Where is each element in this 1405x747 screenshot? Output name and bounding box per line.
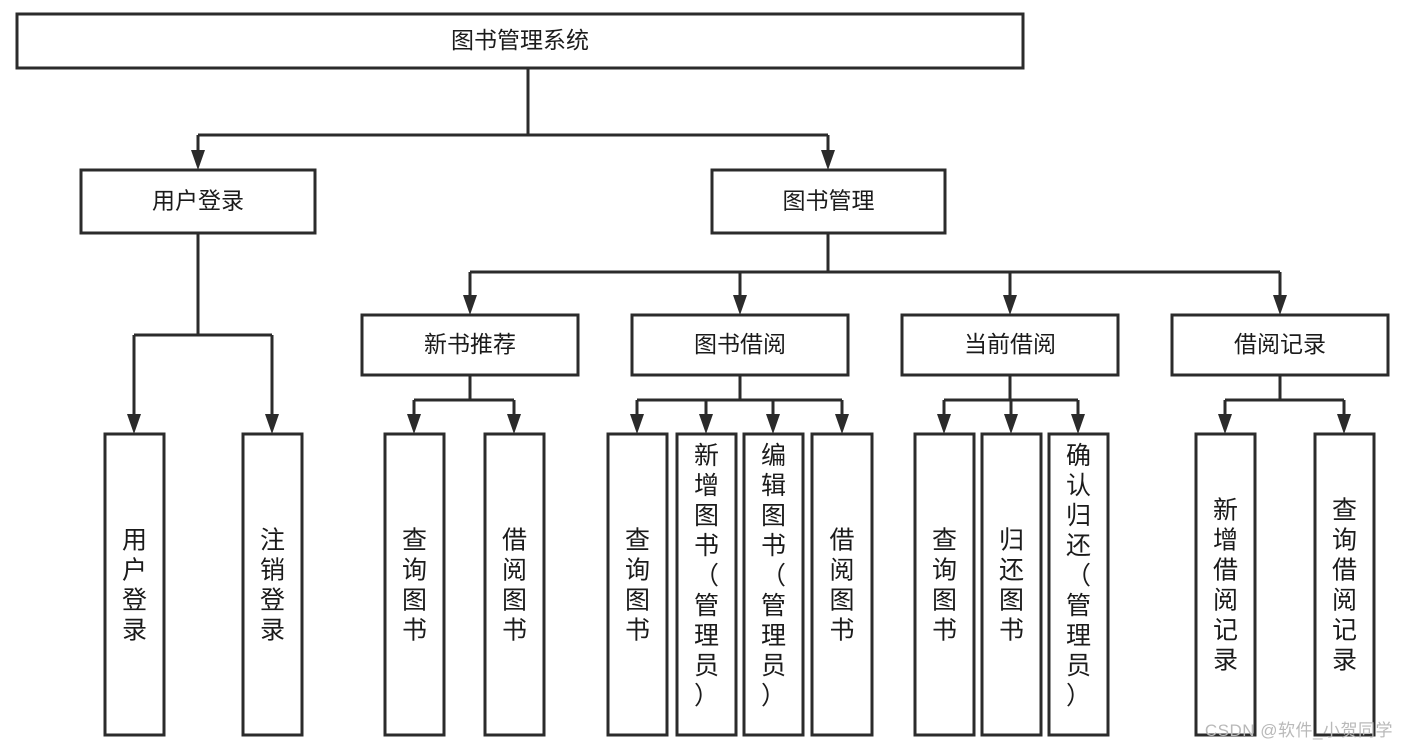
- node-leaf-rec-query-book[interactable]: 查询图书: [383, 432, 446, 737]
- node-label: 查询借阅记录: [1332, 497, 1357, 675]
- node-box[interactable]: [15, 12, 1025, 70]
- arrow-head-icon: [1273, 295, 1287, 315]
- arrow-head-icon: [1337, 414, 1351, 434]
- arrow-head-icon: [699, 414, 713, 434]
- node-box[interactable]: [913, 432, 976, 737]
- node-label: 当前借阅: [964, 331, 1056, 357]
- arrow-head-icon: [630, 414, 644, 434]
- node-book-manage[interactable]: 图书管理: [710, 168, 947, 235]
- node-box[interactable]: [1170, 313, 1390, 377]
- node-label: 图书借阅: [694, 331, 786, 357]
- connector-e-current-borrow-split: [937, 375, 1085, 434]
- arrow-head-icon: [821, 150, 835, 170]
- node-label: 图书管理: [783, 188, 875, 214]
- node-box[interactable]: [79, 168, 317, 235]
- connector-e-user-login-split: [127, 233, 279, 434]
- node-label: 编辑图书（管理员）: [761, 442, 786, 710]
- node-label: 借阅图书: [502, 527, 527, 645]
- node-label: 图书管理系统: [451, 27, 589, 53]
- node-label: 注销登录: [260, 527, 285, 645]
- arrow-head-icon: [937, 414, 951, 434]
- node-root[interactable]: 图书管理系统: [15, 12, 1025, 70]
- arrow-head-icon: [835, 414, 849, 434]
- node-leaf-user-logout[interactable]: 注销登录: [241, 432, 304, 737]
- node-leaf-borrow-add-book[interactable]: 新增图书（管理员）: [675, 432, 738, 737]
- node-label: 查询图书: [932, 527, 957, 645]
- node-leaf-cur-confirm-return[interactable]: 确认归还（管理员）: [1047, 432, 1110, 737]
- node-box[interactable]: [980, 432, 1043, 737]
- arrow-head-icon: [191, 150, 205, 170]
- node-box[interactable]: [103, 432, 166, 737]
- node-box[interactable]: [900, 313, 1120, 377]
- node-label: 借阅图书: [829, 527, 854, 645]
- node-label: 用户登录: [152, 188, 244, 214]
- arrow-head-icon: [1004, 414, 1018, 434]
- arrow-head-icon: [507, 414, 521, 434]
- node-leaf-rec-query-record[interactable]: 查询借阅记录: [1313, 432, 1376, 737]
- connector-e-new-book-rec-split: [407, 375, 521, 434]
- connectors-layer: [127, 68, 1351, 434]
- node-box[interactable]: [241, 432, 304, 737]
- node-box[interactable]: [810, 432, 874, 737]
- node-label: 用户登录: [122, 527, 147, 645]
- node-leaf-cur-return-book[interactable]: 归还图书: [980, 432, 1043, 737]
- arrow-head-icon: [733, 295, 747, 315]
- arrow-head-icon: [1218, 414, 1232, 434]
- connector-e-borrow-record-split: [1218, 375, 1351, 434]
- node-leaf-rec-add-record[interactable]: 新增借阅记录: [1194, 432, 1257, 737]
- connector-e-book-manage-split: [463, 233, 1287, 315]
- node-label: 新增借阅记录: [1213, 497, 1238, 675]
- arrow-head-icon: [766, 414, 780, 434]
- node-label: 借阅记录: [1234, 331, 1326, 357]
- node-box[interactable]: [483, 432, 546, 737]
- node-box[interactable]: [1047, 432, 1110, 737]
- node-box[interactable]: [742, 432, 805, 737]
- arrow-head-icon: [265, 414, 279, 434]
- node-leaf-cur-query-book[interactable]: 查询图书: [913, 432, 976, 737]
- node-leaf-borrow-query-book[interactable]: 查询图书: [606, 432, 669, 737]
- node-label: 归还图书: [999, 527, 1024, 645]
- node-leaf-rec-borrow-book[interactable]: 借阅图书: [483, 432, 546, 737]
- arrow-head-icon: [127, 414, 141, 434]
- node-box[interactable]: [630, 313, 850, 377]
- node-leaf-borrow-lend-book[interactable]: 借阅图书: [810, 432, 874, 737]
- arrow-head-icon: [1071, 414, 1085, 434]
- node-box[interactable]: [710, 168, 947, 235]
- node-new-book-rec[interactable]: 新书推荐: [360, 313, 580, 377]
- connector-e-book-borrow-split: [630, 375, 849, 434]
- node-book-borrow[interactable]: 图书借阅: [630, 313, 850, 377]
- node-label: 查询图书: [402, 527, 427, 645]
- node-label: 新书推荐: [424, 331, 516, 357]
- arrow-head-icon: [1003, 295, 1017, 315]
- node-box[interactable]: [1313, 432, 1376, 737]
- node-leaf-borrow-edit-book[interactable]: 编辑图书（管理员）: [742, 432, 805, 737]
- node-box[interactable]: [360, 313, 580, 377]
- node-user-login[interactable]: 用户登录: [79, 168, 317, 235]
- nodes-layer: 图书管理系统用户登录图书管理新书推荐图书借阅当前借阅借阅记录用户登录注销登录查询…: [15, 12, 1390, 737]
- arrow-head-icon: [463, 295, 477, 315]
- connector-e-root-split: [191, 68, 835, 170]
- node-label: 确认归还（管理员）: [1066, 442, 1091, 710]
- node-box[interactable]: [1194, 432, 1257, 737]
- node-box[interactable]: [675, 432, 738, 737]
- node-label: 查询图书: [625, 527, 650, 645]
- arrow-head-icon: [407, 414, 421, 434]
- node-borrow-record[interactable]: 借阅记录: [1170, 313, 1390, 377]
- node-box[interactable]: [383, 432, 446, 737]
- node-current-borrow[interactable]: 当前借阅: [900, 313, 1120, 377]
- node-leaf-user-login[interactable]: 用户登录: [103, 432, 166, 737]
- node-label: 新增图书（管理员）: [694, 442, 719, 710]
- node-box[interactable]: [606, 432, 669, 737]
